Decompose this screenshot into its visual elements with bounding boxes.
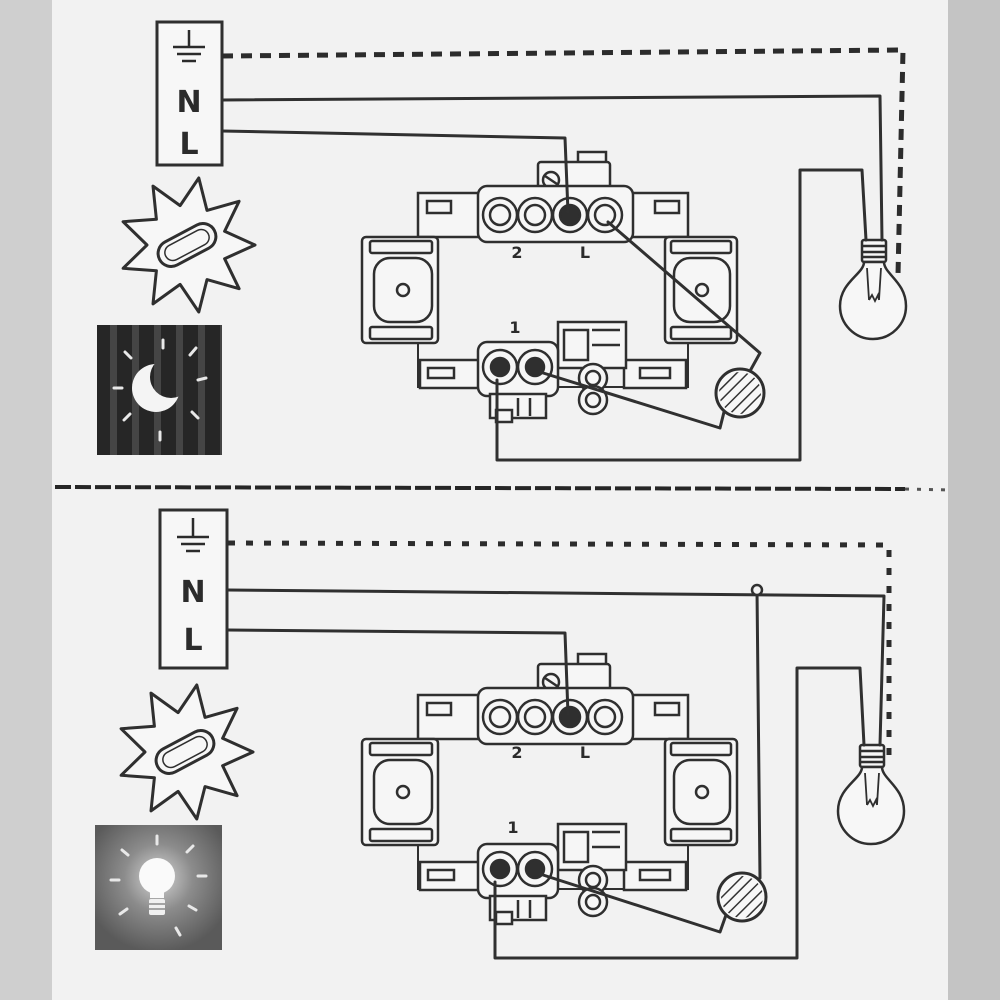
wire-junction: [750, 583, 764, 597]
right-edge-background: [948, 0, 1000, 1000]
sun-burst: [121, 176, 257, 314]
terminal-2-label: 2: [511, 743, 522, 762]
panel-top: N L: [97, 20, 908, 462]
screw-terminal: [551, 196, 589, 234]
lamp-rays: [109, 834, 208, 937]
moon-rays: [112, 338, 208, 442]
device-upper-left-tab: [416, 191, 482, 239]
screw-terminal: [586, 196, 624, 234]
wire-neutral: [220, 94, 884, 242]
device-lower-bracket-part: [494, 910, 514, 926]
terminal-l-label: L: [580, 743, 590, 762]
ground-symbol-icon: [173, 30, 205, 63]
sun-icon: [121, 176, 257, 314]
panel-bottom: N L: [95, 508, 906, 960]
coil: [577, 886, 609, 918]
wire-earth: [227, 540, 892, 762]
screw-terminal: [586, 698, 624, 736]
photocell-icon: [154, 729, 216, 775]
device-upper-right-slot: [653, 701, 681, 717]
screw-terminal: [551, 698, 589, 736]
lamp-panel: [95, 825, 222, 950]
left-edge-background: [0, 0, 52, 1000]
panel-divider: [54, 485, 906, 491]
wire-sensor-terminal-1: [538, 370, 726, 430]
device-upper-right-tab: [628, 693, 690, 741]
device-lower-right-slot: [638, 868, 672, 882]
terminal-block: N L: [158, 508, 229, 670]
device-upper-left-tab: [416, 693, 482, 741]
night-panel: [97, 325, 222, 455]
wire-sensor-terminal-1: [538, 872, 728, 934]
left-clamp-bar-bottom: [368, 325, 434, 341]
device-top-screw-slot: [544, 174, 558, 186]
terminal-neutral-label: N: [180, 575, 205, 610]
right-clamp-bar-bottom: [669, 325, 733, 341]
device-lower-right-slot: [638, 366, 672, 380]
device-upper-right-slot: [653, 199, 681, 215]
left-clamp-bar-top: [368, 239, 434, 255]
photocell-icon: [156, 222, 218, 268]
terminal-1-label: 1: [509, 318, 520, 337]
left-clamp-bar-top: [368, 741, 434, 757]
wire-live: [226, 628, 570, 716]
terminal-live-label: L: [179, 127, 198, 162]
ground-symbol-icon: [177, 518, 209, 553]
sun-icon: [119, 683, 255, 821]
screw-terminal: [481, 698, 519, 736]
panel-divider-end: [904, 487, 951, 492]
right-clamp-screw: [694, 282, 710, 298]
screw-terminal: [481, 196, 519, 234]
screw-terminal: [481, 850, 519, 888]
right-clamp-bar-top: [669, 741, 733, 757]
terminal-1-label: 1: [507, 818, 518, 837]
device-top-screw-slot: [544, 676, 558, 688]
wire-live: [220, 129, 570, 214]
switch-device: 2 L 1: [360, 150, 739, 424]
switch-device: 2 L 1: [360, 652, 739, 926]
relay-component-inner: [562, 328, 590, 362]
screw-terminal: [516, 698, 554, 736]
terminal-block: N L: [155, 20, 224, 167]
light-bulb-icon: [838, 238, 908, 341]
wire-load: [493, 666, 866, 960]
device-lower-left-slot: [426, 868, 456, 882]
device-upper-left-slot: [425, 199, 453, 215]
light-sensor-icon: [714, 367, 766, 419]
sun-burst: [119, 683, 255, 821]
terminal-neutral-label: N: [176, 85, 201, 120]
device-upper-right-tab: [628, 191, 690, 239]
terminal-live-label: L: [183, 623, 202, 658]
screw-terminal: [516, 850, 554, 888]
screw-terminal: [481, 348, 519, 386]
device-lower-right-tab: [622, 358, 688, 390]
screw-terminal: [516, 196, 554, 234]
terminal-2-label: 2: [511, 243, 522, 262]
wire-neutral: [226, 588, 886, 747]
screw-terminal: [516, 348, 554, 386]
device-lower-left-slot: [426, 366, 456, 380]
relay-component-inner: [562, 830, 590, 864]
wire-sensor-neutral: [755, 588, 762, 880]
moon-icon: [120, 350, 200, 430]
light-sensor-icon: [716, 871, 768, 923]
right-clamp-bar-bottom: [669, 827, 733, 843]
terminal-l-label: L: [580, 243, 590, 262]
device-upper-left-slot: [425, 701, 453, 717]
coil: [577, 384, 609, 416]
left-clamp-screw: [395, 282, 411, 298]
light-bulb-icon: [836, 743, 906, 846]
wire-load: [495, 168, 868, 462]
right-clamp-bar-top: [669, 239, 733, 255]
left-clamp-bar-bottom: [368, 827, 434, 843]
left-clamp-screw: [395, 784, 411, 800]
lamp-on-icon: [139, 858, 175, 915]
wire-sensor-live: [606, 220, 762, 373]
right-clamp-screw: [694, 784, 710, 800]
